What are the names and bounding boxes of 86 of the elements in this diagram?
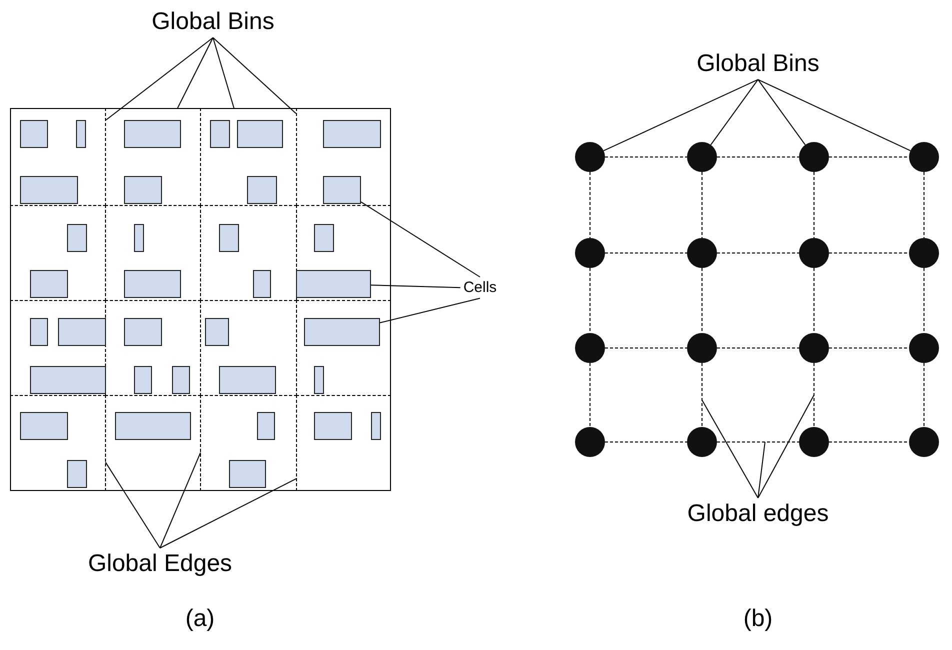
leader-line: [702, 400, 758, 498]
bin-node-dot: [575, 427, 605, 457]
annotation-label: Global edges: [687, 500, 829, 528]
leader-line: [710, 79, 758, 146]
bin-node-dot: [909, 142, 939, 172]
cell-block: [30, 366, 106, 394]
bin-node-dot: [799, 333, 829, 363]
global-edge-line: [716, 156, 800, 158]
cell-block: [20, 176, 78, 204]
bin-node-dot: [799, 238, 829, 268]
global-bin: [105, 300, 201, 396]
leader-line: [758, 394, 814, 498]
cell-block: [67, 460, 87, 488]
cell-block: [115, 412, 191, 440]
bin-node-dot: [687, 427, 717, 457]
bin-node-dot: [909, 427, 939, 457]
leader-line: [106, 37, 214, 121]
bin-node-dot: [799, 427, 829, 457]
bin-node-dot: [687, 142, 717, 172]
panel-caption: (b): [743, 605, 773, 633]
cell-block: [124, 176, 162, 204]
bin-node-dot: [575, 333, 605, 363]
global-edge-line: [604, 156, 688, 158]
leader-line: [758, 442, 766, 498]
bin-node-dot: [909, 238, 939, 268]
global-edge-line: [828, 252, 910, 254]
leader-line: [212, 37, 296, 114]
cell-block: [314, 366, 324, 394]
leader-line: [160, 478, 297, 548]
annotation-label: Global Bins: [152, 8, 274, 36]
global-edge-line: [828, 156, 910, 158]
leader-line: [177, 37, 214, 108]
cell-block: [30, 270, 68, 298]
leader-line: [160, 452, 201, 548]
cell-block: [229, 460, 266, 488]
cell-block: [323, 176, 361, 204]
bin-node-dot: [909, 333, 939, 363]
cell-block: [134, 224, 144, 252]
cell-block: [219, 366, 276, 394]
bin-node-dot: [799, 142, 829, 172]
leader-line: [360, 201, 480, 278]
cell-block: [76, 120, 86, 148]
cell-block: [237, 120, 283, 148]
global-bin: [200, 395, 297, 491]
leader-line: [380, 298, 480, 324]
cell-block: [247, 176, 277, 204]
bin-node-dot: [575, 238, 605, 268]
cell-block: [371, 412, 381, 440]
global-edge-line: [604, 252, 688, 254]
cell-block: [323, 120, 381, 148]
cell-block: [30, 318, 48, 346]
cell-block: [304, 318, 380, 346]
cell-block: [67, 224, 87, 252]
cell-block: [20, 412, 68, 440]
cell-block: [20, 120, 48, 148]
leader-line: [758, 79, 911, 152]
bin-node-dot: [575, 142, 605, 172]
leader-line: [212, 37, 234, 108]
global-bin: [200, 300, 297, 396]
panel-caption: (a): [185, 605, 215, 633]
cell-block: [257, 412, 275, 440]
annotation-label: Global Edges: [88, 550, 232, 578]
cell-block: [58, 318, 106, 346]
cell-block: [172, 366, 190, 394]
bin-node-dot: [687, 333, 717, 363]
cell-block: [134, 366, 152, 394]
cell-block: [314, 224, 334, 252]
leader-line: [603, 79, 758, 152]
cell-block: [296, 270, 371, 298]
cell-block: [253, 270, 271, 298]
cell-block: [124, 318, 162, 346]
global-bin: [200, 205, 297, 301]
cell-block: [205, 318, 229, 346]
cell-block: [124, 120, 181, 148]
cell-block: [314, 412, 352, 440]
leader-line: [105, 462, 160, 548]
leader-line: [370, 284, 461, 288]
bin-node-dot: [687, 238, 717, 268]
leader-line: [758, 79, 806, 146]
annotation-label: Cells: [463, 279, 497, 296]
cell-block: [219, 224, 239, 252]
global-edge-line: [716, 252, 800, 254]
cell-block: [210, 120, 230, 148]
annotation-label: Global Bins: [696, 50, 820, 78]
cell-block: [124, 270, 181, 298]
global-bin: [105, 205, 201, 301]
